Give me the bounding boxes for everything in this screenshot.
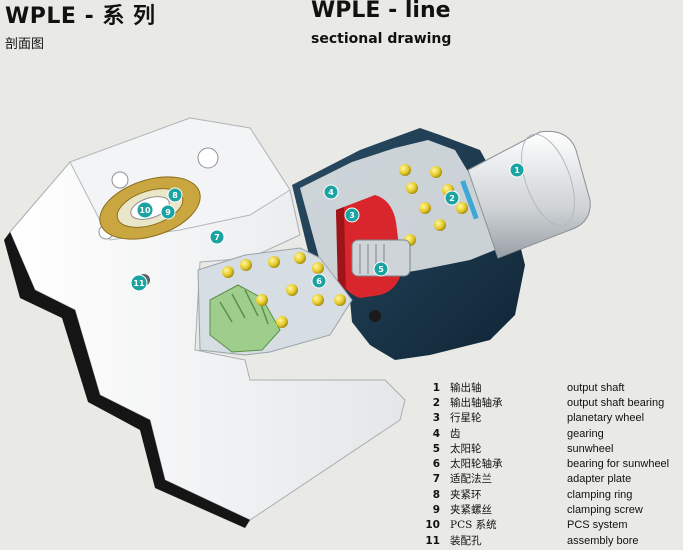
bevel-gear-cavity bbox=[197, 247, 353, 356]
legend-english: sunwheel bbox=[567, 443, 614, 455]
callout-4-label: 4 bbox=[328, 188, 334, 197]
legend-english: bearing for sunwheel bbox=[567, 458, 670, 470]
callout-9: 9 bbox=[160, 204, 176, 220]
legend-number: 2 bbox=[432, 397, 440, 409]
legend-chinese: 行星轮 bbox=[450, 412, 482, 424]
callout-3-label: 3 bbox=[349, 211, 355, 220]
callout-11-label: 11 bbox=[133, 279, 145, 288]
legend-chinese: 太阳轮 bbox=[450, 443, 482, 455]
sunwheel-bearing-balls bbox=[222, 252, 346, 328]
callout-8: 8 bbox=[167, 187, 183, 203]
callout-2: 2 bbox=[444, 190, 460, 206]
legend-chinese: 适配法兰 bbox=[450, 473, 492, 485]
callout-7-label: 7 bbox=[214, 233, 220, 242]
legend-number: 7 bbox=[432, 473, 440, 485]
legend-chinese: 夹紧螺丝 bbox=[450, 504, 492, 516]
legend-number: 3 bbox=[432, 412, 440, 424]
legend-english: output shaft bbox=[567, 382, 625, 394]
subtitle-english: sectional drawing bbox=[311, 31, 452, 47]
legend-number: 5 bbox=[432, 443, 440, 455]
legend-number: 4 bbox=[432, 428, 440, 440]
legend-number: 6 bbox=[432, 458, 440, 470]
title-chinese: WPLE - 系 列 bbox=[5, 4, 156, 29]
output-shaft bbox=[460, 130, 591, 259]
legend-chinese: 夹紧环 bbox=[450, 489, 482, 501]
legend-chinese: PCS 系统 bbox=[450, 519, 497, 531]
legend-chinese: 齿 bbox=[450, 428, 461, 440]
legend-english: clamping ring bbox=[567, 489, 633, 501]
legend-number: 11 bbox=[425, 535, 440, 547]
legend-chinese: 输出轴 bbox=[450, 382, 482, 394]
legend-english: adapter plate bbox=[567, 473, 632, 485]
legend-english: assembly bore bbox=[567, 535, 639, 547]
callout-1: 1 bbox=[509, 162, 525, 178]
callout-2-label: 2 bbox=[449, 194, 455, 203]
callout-11: 11 bbox=[130, 274, 148, 292]
legend-english: output shaft bearing bbox=[567, 397, 665, 409]
legend-number: 9 bbox=[432, 504, 440, 516]
callout-10: 10 bbox=[136, 201, 154, 219]
callout-8-label: 8 bbox=[172, 191, 178, 200]
callout-1-label: 1 bbox=[514, 166, 520, 175]
callout-10-label: 10 bbox=[139, 206, 151, 215]
legend-chinese: 输出轴轴承 bbox=[450, 397, 503, 409]
legend-english: PCS system bbox=[567, 519, 628, 531]
subtitle-chinese: 剖面图 bbox=[5, 37, 45, 52]
legend-chinese: 太阳轮轴承 bbox=[450, 458, 503, 470]
legend-number: 8 bbox=[432, 489, 440, 501]
callout-7: 7 bbox=[209, 229, 225, 245]
callout-9-label: 9 bbox=[165, 208, 171, 217]
legend-number: 1 bbox=[432, 382, 440, 394]
callout-3: 3 bbox=[344, 207, 360, 223]
legend-english: gearing bbox=[567, 428, 604, 440]
callout-4: 4 bbox=[323, 184, 339, 200]
legend-english: planetary wheel bbox=[567, 412, 645, 424]
legend-chinese: 装配孔 bbox=[450, 535, 482, 547]
title-english: WPLE - line bbox=[311, 0, 451, 23]
callout-6-label: 6 bbox=[316, 277, 322, 286]
callout-6: 6 bbox=[311, 273, 327, 289]
legend-english: clamping screw bbox=[567, 504, 643, 516]
callout-5: 5 bbox=[373, 261, 389, 277]
legend-number: 10 bbox=[425, 519, 440, 531]
callout-5-label: 5 bbox=[378, 265, 384, 274]
